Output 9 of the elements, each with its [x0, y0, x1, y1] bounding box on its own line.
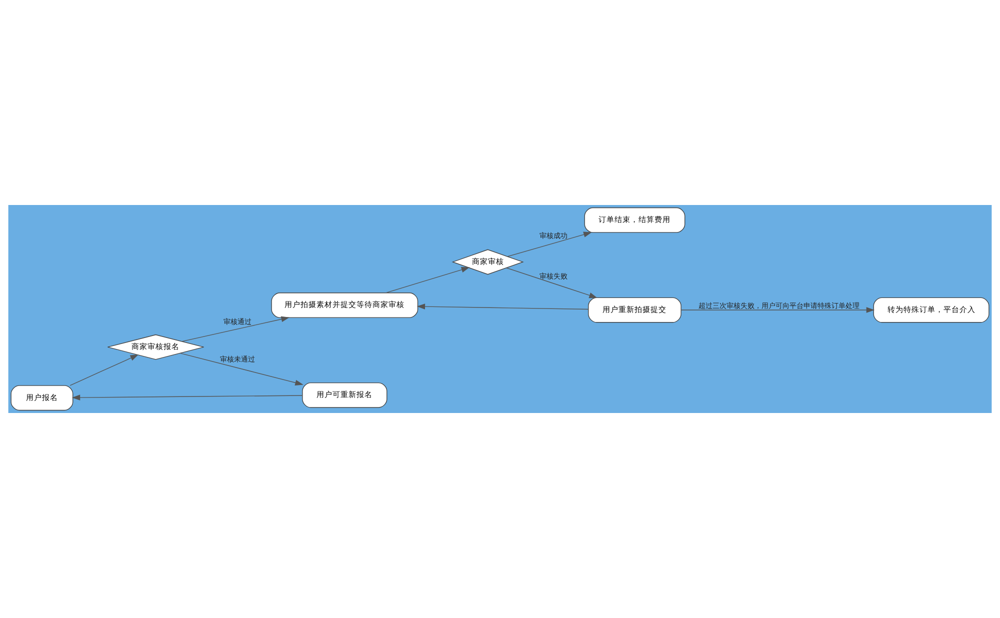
arrow [70, 354, 139, 386]
arrow [72, 394, 303, 400]
arrow [182, 316, 290, 342]
arrow [506, 268, 598, 298]
arrow [386, 266, 470, 294]
arrow [507, 232, 592, 257]
arrow [416, 304, 589, 310]
arrow [680, 307, 875, 313]
arrow [180, 352, 304, 386]
